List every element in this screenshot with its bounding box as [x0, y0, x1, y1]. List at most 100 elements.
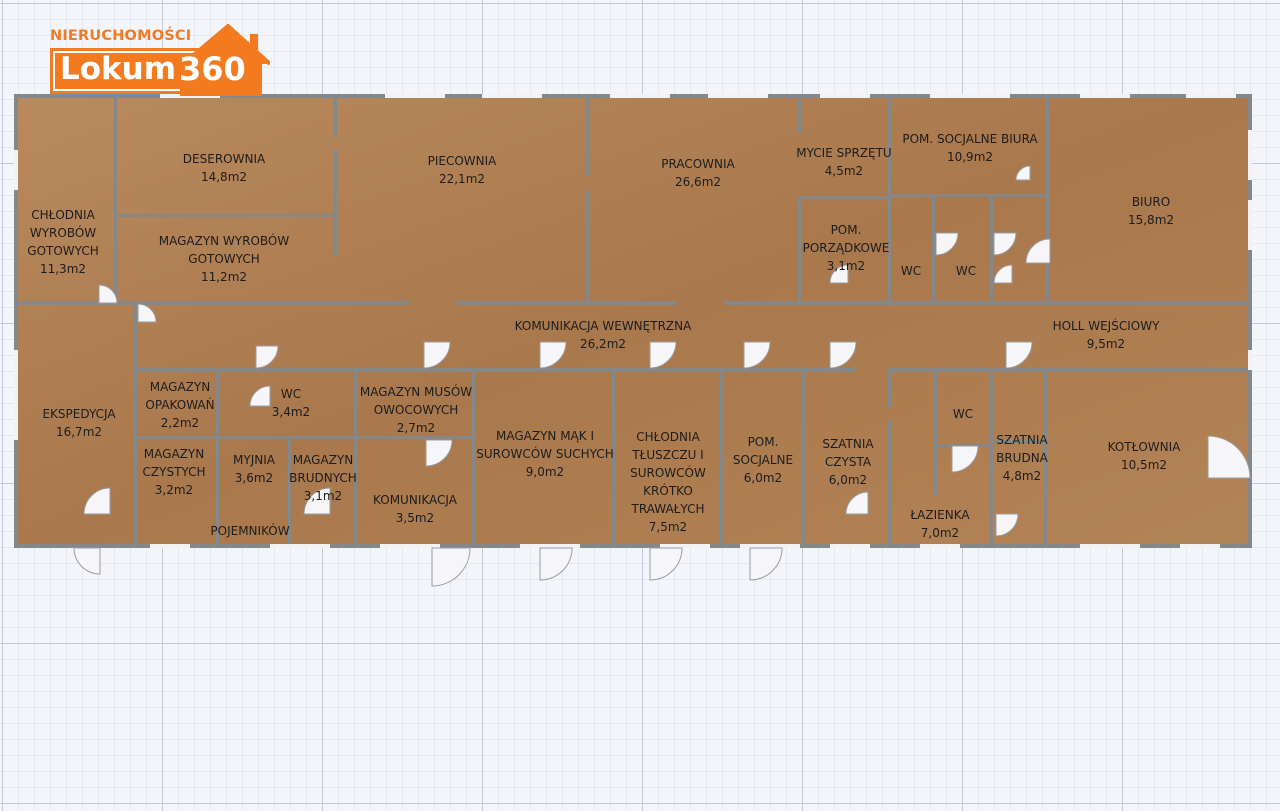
wall-segment — [892, 194, 1050, 197]
room-label-line: CHŁODNIA — [31, 208, 95, 222]
window — [380, 544, 440, 548]
window — [830, 544, 870, 548]
room-label-line: 15,8m2 — [1128, 213, 1174, 227]
window — [1248, 200, 1252, 250]
window — [1248, 130, 1252, 180]
wall-segment — [216, 368, 219, 440]
room-label-line: CHŁODNIA — [636, 430, 700, 444]
room-label-line: KRÓTKO — [643, 483, 693, 498]
wall-segment — [334, 150, 337, 256]
room-label-line: BRUDNA — [996, 451, 1049, 465]
door-swing — [423, 341, 451, 369]
room-label-line: 26,6m2 — [675, 175, 721, 189]
window — [1080, 94, 1130, 98]
wall-segment — [288, 440, 291, 548]
wall-segment — [798, 196, 892, 199]
wall-segment — [798, 94, 801, 134]
room-label-line: WC — [956, 264, 976, 278]
wall-segment — [586, 94, 589, 176]
wall-segment — [14, 544, 1252, 548]
room-label-line: 7,0m2 — [921, 526, 959, 540]
door-swing — [73, 547, 101, 575]
room-label-line: 10,5m2 — [1121, 458, 1167, 472]
wall-segment — [992, 440, 1046, 443]
door-swing — [995, 513, 1019, 537]
room-label-line: POJEMNIKÓW — [210, 523, 289, 538]
room-label-line: PORZĄDKOWE — [803, 241, 890, 255]
room-label-line: OPAKOWAŃ — [145, 397, 214, 412]
window — [14, 150, 18, 190]
wall-segment — [216, 436, 219, 546]
wall-segment — [136, 368, 856, 372]
wall-segment — [888, 94, 891, 306]
room-label-line: POM. — [748, 435, 779, 449]
door-swing — [249, 385, 271, 407]
room-label-line: 3,5m2 — [396, 511, 434, 525]
company-logo: NIERUCHOMOŚCI Lokum 360 — [48, 24, 270, 98]
room-label-line: MAGAZYN — [150, 380, 210, 394]
door-swing — [951, 445, 979, 473]
room-label-line: 26,2m2 — [580, 337, 626, 351]
door-swing — [829, 341, 857, 369]
door-swing — [303, 487, 331, 515]
room-label-line: SZATNIA — [996, 433, 1048, 447]
wall-segment — [612, 368, 615, 548]
room-label-line: 3,1m2 — [827, 259, 865, 273]
wall-segment — [136, 436, 356, 439]
wall-segment — [14, 301, 410, 305]
room-label-line: HOLL WEJŚCIOWY — [1053, 318, 1160, 333]
room-label-line: WC — [953, 407, 973, 421]
door-swing — [1025, 238, 1051, 264]
room-label-line: MAGAZYN MUSÓW — [360, 384, 472, 399]
room-label-line: TŁUSZCZU I — [631, 448, 703, 462]
room-label-line: 7,5m2 — [649, 520, 687, 534]
room-label-komunikacja-wewnetrzna: KOMUNIKACJA WEWNĘTRZNA 26,2m2 — [515, 319, 692, 351]
wall-segment — [802, 368, 805, 548]
wall-segment — [888, 420, 891, 548]
room-label-line: KOMUNIKACJA WEWNĘTRZNA — [515, 319, 692, 333]
door-swing — [935, 232, 959, 256]
room-label-line: KOMUNIKACJA — [373, 493, 458, 507]
room-label-line: SUROWCÓW SUCHYCH — [476, 446, 613, 461]
door-swing — [539, 547, 573, 581]
door-swing — [993, 264, 1013, 284]
room-label-line: SOCJALNE — [733, 453, 793, 467]
room-label-pojemnikow: POJEMNIKÓW — [210, 523, 289, 538]
room-label-line: 2,2m2 — [161, 416, 199, 430]
room-label-line: POM. SOCJALNE BIURA — [902, 132, 1038, 146]
window — [14, 400, 18, 440]
door-swing — [993, 232, 1017, 256]
window — [1248, 350, 1252, 370]
door-swing — [83, 487, 111, 515]
wall-segment — [1248, 94, 1252, 548]
room-label-line: ŁAZIENKA — [909, 508, 970, 522]
window — [610, 94, 670, 98]
room-label-line: GOTOWYCH — [27, 244, 98, 258]
door-swing — [845, 491, 869, 515]
room-label-line: DESEROWNIA — [183, 152, 266, 166]
door-swing — [137, 303, 157, 323]
room-label-line: 22,1m2 — [439, 172, 485, 186]
room-label-wc-4: WC — [953, 407, 973, 421]
room-label-line: WC — [901, 264, 921, 278]
window — [385, 94, 445, 98]
room-label-line: MAGAZYN — [144, 447, 204, 461]
room-label-wc-1: WC — [901, 264, 921, 278]
door-swing — [1207, 435, 1251, 479]
window — [1180, 544, 1220, 548]
door-swing — [743, 341, 771, 369]
room-label-line: MAGAZYN MĄK I — [496, 429, 594, 443]
door-swing — [539, 341, 567, 369]
